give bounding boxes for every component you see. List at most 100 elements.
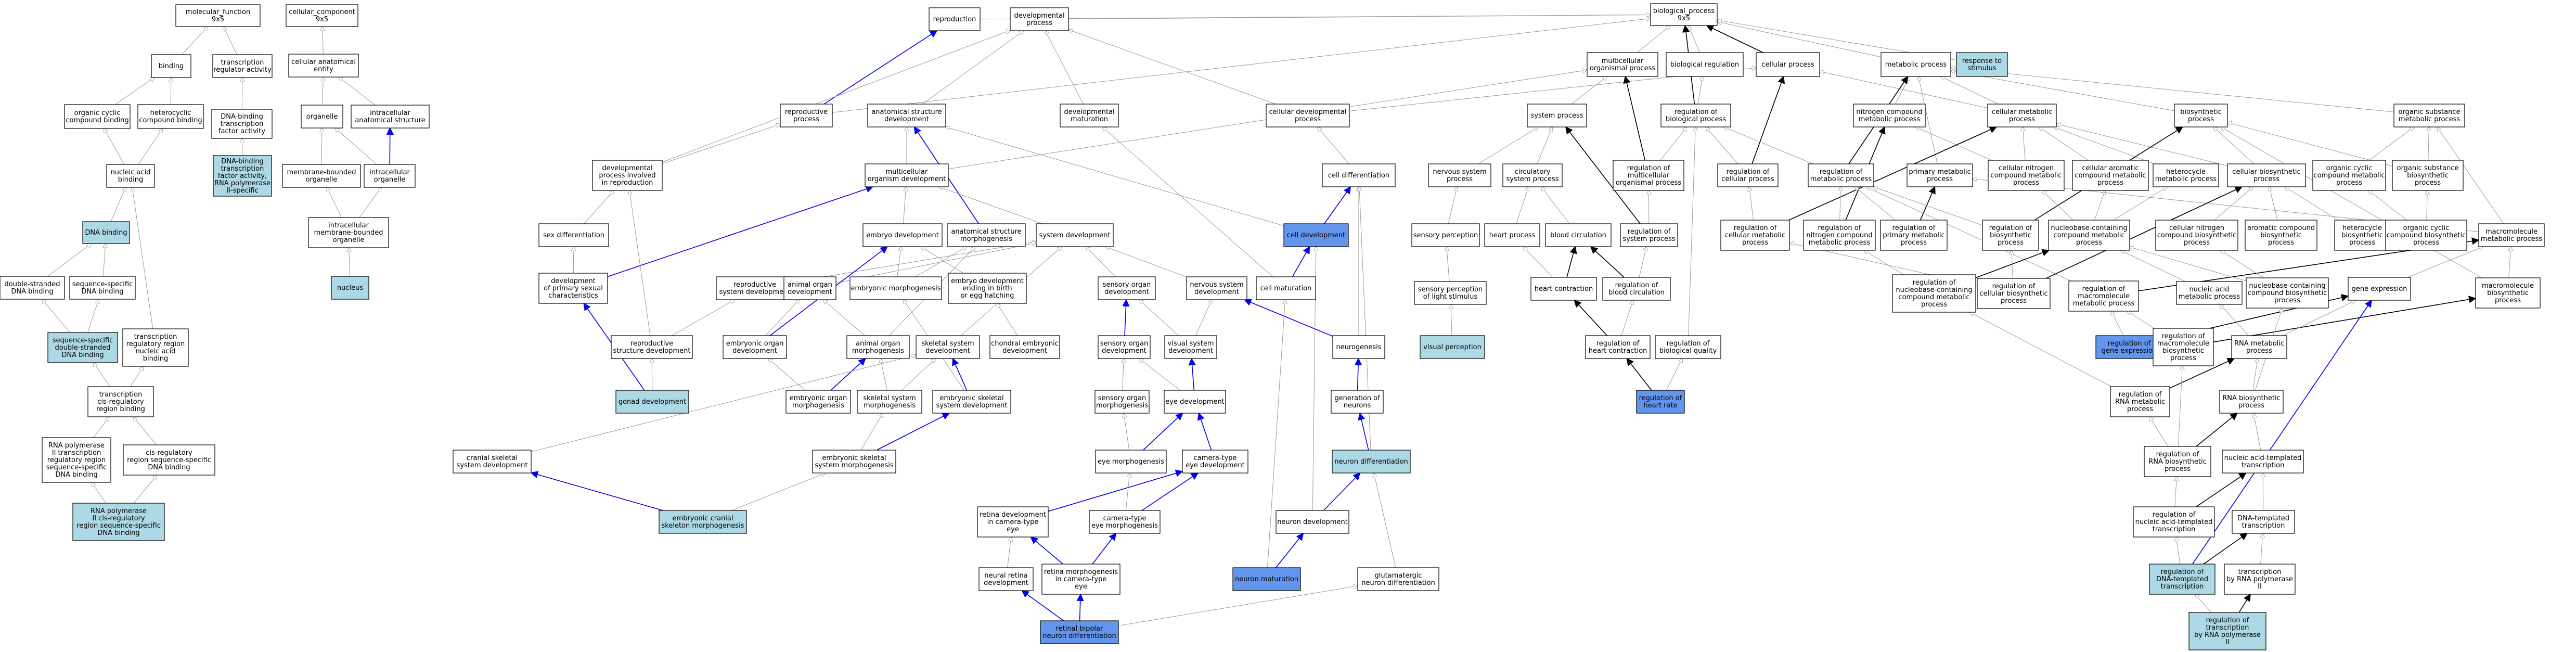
- term-node-neurmat[interactable]: neuron maturation: [1232, 567, 1301, 591]
- term-node-bioreg[interactable]: biological regulation: [1666, 52, 1744, 77]
- term-node-sysdev[interactable]: system development: [1036, 223, 1114, 247]
- term-node-cellmat[interactable]: cell maturation: [1256, 276, 1316, 300]
- term-node-geneexpr[interactable]: gene expression: [2348, 277, 2411, 301]
- term-node-neurogen[interactable]: neurogenesis: [1332, 335, 1385, 359]
- term-node-sexdiff[interactable]: sex differentiation: [538, 223, 609, 247]
- term-node-metproc[interactable]: metabolic process: [1881, 52, 1951, 77]
- term-node-embdev[interactable]: embryo development: [862, 223, 943, 247]
- term-node-visperc[interactable]: visual perception: [1420, 335, 1485, 359]
- term-node-nucleus[interactable]: nucleus: [331, 276, 369, 300]
- term-node-regnbcmet[interactable]: regulation ofnucleobase-containingcompou…: [1892, 274, 1976, 313]
- term-node-heartproc[interactable]: heart process: [1484, 223, 1540, 247]
- term-node-dnab[interactable]: DNA binding: [82, 221, 130, 244]
- term-node-eyemorph[interactable]: eye morphogenesis: [1095, 450, 1167, 474]
- term-node-binding[interactable]: binding: [151, 54, 191, 78]
- term-node-organelle[interactable]: organelle: [301, 105, 343, 129]
- term-node-bloodcirc[interactable]: blood circulation: [1545, 223, 1612, 247]
- term-node-eyedev[interactable]: eye development: [1164, 390, 1226, 414]
